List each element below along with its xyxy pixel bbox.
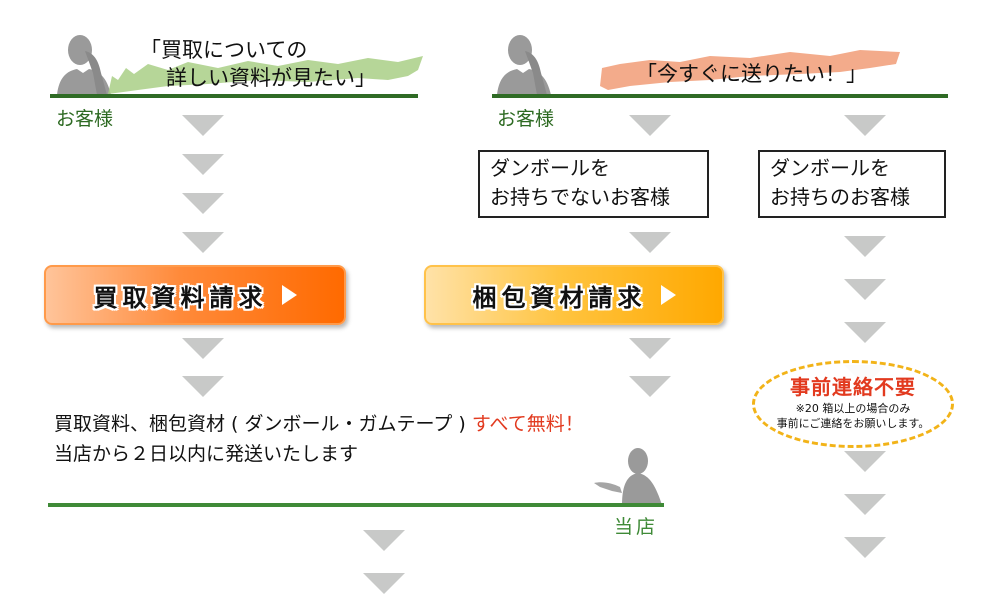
shop-message-line2: 当店から２日以内に発送いたします: [54, 443, 359, 465]
down-arrow-icon: [182, 232, 224, 253]
play-triangle-icon: [660, 285, 676, 305]
customer-divider-line-right: [492, 94, 948, 98]
customer-label-left: お客様: [56, 108, 114, 130]
down-arrow-icon: [844, 494, 886, 515]
down-arrow-icon: [363, 573, 405, 594]
down-arrow-icon: [629, 376, 671, 397]
orange-brush-highlight: [600, 50, 900, 90]
down-arrow-icon: [844, 537, 886, 558]
branch-box-has-cardboard: ダンボールを お持ちのお客様: [758, 150, 946, 218]
shop-divider-line: [48, 503, 664, 507]
down-arrow-icon: [844, 451, 886, 472]
notice-title: 事前連絡不要: [790, 375, 916, 399]
branch-box-line1: ダンボールを: [490, 156, 610, 180]
down-arrow-icon: [182, 376, 224, 397]
down-arrow-icon: [629, 338, 671, 359]
branch-box-line2: お持ちのお客様: [770, 185, 910, 209]
down-arrow-icon: [182, 338, 224, 359]
no-prior-contact-notice: 事前連絡不要 ※20 箱以上の場合のみ 事前にご連絡をお願いします。: [752, 360, 954, 448]
customer-quote-line1: 「買取についての: [140, 38, 308, 62]
play-triangle-icon: [281, 285, 297, 305]
customer-on-phone-icon: [57, 35, 111, 95]
shop-message-line1: 買取資料、梱包資材 ( ダンボール・ガムテープ ) すべて無料！: [54, 410, 584, 439]
down-arrow-icon: [844, 322, 886, 343]
branch-box-no-cardboard: ダンボールを お持ちでないお客様: [478, 150, 709, 218]
branch-box-line2: お持ちでないお客様: [490, 185, 670, 209]
button-label: 梱包資材請求: [472, 283, 647, 312]
down-arrow-icon: [844, 115, 886, 136]
down-arrow-icon: [182, 193, 224, 214]
shop-staff-icon: [594, 448, 662, 505]
customer-on-phone-icon: [497, 35, 551, 95]
customer-label-right: お客様: [497, 108, 555, 130]
down-arrow-icon: [844, 236, 886, 257]
notice-note-line2: 事前にご連絡をお願いします。: [776, 417, 930, 430]
customer-quote-line2: 詳しい資料が見たい」: [166, 66, 376, 90]
customer-quote-right: 「今すぐに送りたい！」: [636, 62, 867, 86]
down-arrow-icon: [182, 154, 224, 175]
down-arrow-icon: [182, 115, 224, 136]
customer-divider-line-left: [50, 94, 418, 98]
down-arrow-icon: [844, 279, 886, 300]
notice-note-line1: ※20 箱以上の場合のみ: [795, 402, 911, 415]
request-purchase-materials-button[interactable]: 買取資料請求: [44, 265, 346, 325]
shop-label: 当店: [614, 516, 659, 538]
branch-box-line1: ダンボールを: [770, 156, 890, 180]
shop-message-prefix: 買取資料、梱包資材 ( ダンボール・ガムテープ ): [54, 413, 472, 435]
down-arrow-icon: [363, 530, 405, 551]
free-highlight: すべて無料！: [471, 413, 584, 435]
button-label: 買取資料請求: [93, 283, 268, 312]
request-packing-materials-button[interactable]: 梱包資材請求: [424, 265, 724, 325]
green-brush-highlight: [108, 56, 423, 94]
down-arrow-icon: [629, 232, 671, 253]
down-arrow-icon: [629, 115, 671, 136]
